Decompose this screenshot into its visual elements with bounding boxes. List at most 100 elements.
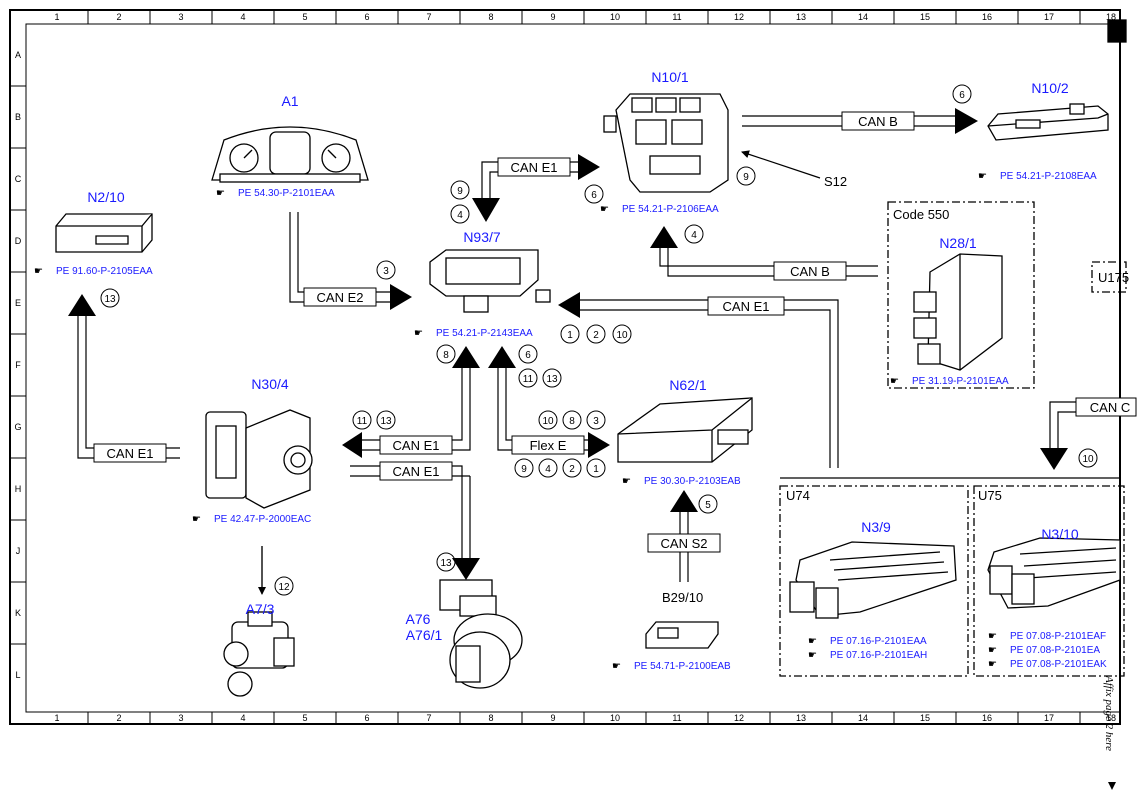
engine-ecu-icon: [789, 541, 957, 619]
seatbelt-tensioner-icon: [439, 579, 523, 689]
ref-link-a1[interactable]: ☛ PE 54.30-P-2101EAA: [216, 188, 335, 199]
bus-label: Flex E: [530, 438, 567, 453]
bus-label: CAN E1: [393, 438, 440, 453]
row-label-k: K: [15, 608, 21, 618]
bus-can-e1-mid: CAN E1: [707, 296, 785, 316]
col-label-4-bottom: 4: [240, 713, 245, 723]
ref-link-n3-10-a[interactable]: ☛PE 07.08-P-2101EAF: [988, 631, 1106, 642]
col-label-7-bottom: 7: [426, 713, 431, 723]
ref-text: PE 54.21-P-2106EAA: [622, 204, 719, 215]
hand-pointer-icon: ☛: [988, 645, 997, 656]
col-label-1-bottom: 1: [54, 713, 59, 723]
callout-number: 9: [521, 464, 527, 475]
label-s12: S12: [824, 174, 847, 189]
col-label-15-bottom: 15: [920, 713, 930, 723]
ref-text: PE 31.19-P-2101EAA: [912, 376, 1009, 387]
ref-link-n3-10-b[interactable]: ☛ PE 07.08-P-2101EA: [988, 645, 1100, 656]
bus-can-e1-n30: CAN E1: [379, 435, 453, 455]
label-n93-7: N93/7: [463, 229, 501, 245]
hand-pointer-icon: ☛: [808, 636, 817, 647]
ref-text: PE 91.60-P-2105EAA: [56, 266, 153, 277]
fuse-relay-module-icon: [603, 93, 729, 193]
s12-arrow: [741, 150, 821, 179]
col-label-16: 16: [982, 12, 992, 22]
row-label-c: C: [15, 174, 22, 184]
col-label-8: 8: [488, 12, 493, 22]
col-label-14-bottom: 14: [858, 713, 868, 723]
callout-number: 10: [616, 330, 628, 341]
bus-label: CAN E1: [511, 160, 558, 175]
col-label-14: 14: [858, 12, 868, 22]
hand-pointer-icon: ☛: [978, 171, 987, 182]
label-n3-10: N3/10: [1041, 526, 1079, 542]
side-note-text: Affix page 2 here: [1103, 675, 1115, 751]
instrument-cluster-icon: [211, 126, 369, 183]
bus-flex-e: Flex E: [511, 435, 585, 455]
ref-link-n28-1[interactable]: ☛PE 31.19-P-2101EAA: [890, 376, 1009, 387]
label-u175: U175: [1098, 270, 1129, 285]
label-a7-3: A7/3: [246, 601, 275, 617]
hand-pointer-icon: ☛: [600, 204, 609, 215]
callout-number: 6: [525, 350, 531, 361]
ref-link-n62-1[interactable]: ☛ PE 30.30-P-2103EAB: [622, 476, 741, 487]
callout-number: 4: [545, 464, 551, 475]
hydraulic-unit-icon: [223, 611, 295, 697]
sam-module-icon: [987, 103, 1109, 141]
callout-number: 6: [591, 190, 597, 201]
label-n10-1: N10/1: [651, 69, 689, 85]
col-label-2-bottom: 2: [116, 713, 121, 723]
ref-text: PE 54.30-P-2101EAA: [238, 188, 335, 199]
ref-link-n3-9-b[interactable]: ☛PE 07.16-P-2101EAH: [808, 650, 927, 661]
ref-link-n93-7[interactable]: ☛PE 54.21-P-2143EAA: [414, 328, 533, 339]
ref-text: PE 07.16-P-2101EAH: [830, 650, 927, 661]
ref-text: PE 07.08-P-2101EA: [1010, 645, 1100, 656]
callout: 11: [518, 368, 538, 388]
col-label-3-bottom: 3: [178, 713, 183, 723]
drawing-frame: 1 2 3 4 5 6 7 8 9 10 11 12 13 14 15 16 1…: [9, 9, 1121, 725]
label-b29-10: B29/10: [662, 590, 703, 605]
callout: 10: [612, 324, 632, 344]
callout-number: 1: [567, 330, 573, 341]
callout-number: 3: [383, 266, 389, 277]
col-label-11-bottom: 11: [672, 713, 681, 723]
label-n62-1: N62/1: [669, 377, 707, 393]
callout-number: 12: [278, 582, 290, 593]
hand-pointer-icon: ☛: [216, 188, 225, 199]
row-label-f: F: [15, 360, 21, 370]
esp-unit-icon: [205, 409, 313, 509]
col-label-18-bottom: 18: [1106, 713, 1116, 723]
col-label-9: 9: [550, 12, 555, 22]
label-a1: A1: [281, 93, 298, 109]
callout-number: 2: [569, 464, 575, 475]
col-label-12: 12: [734, 12, 744, 22]
ref-text: PE 07.16-P-2101EAA: [830, 636, 927, 647]
row-label-b: B: [15, 112, 21, 122]
callout-number: 5: [705, 500, 711, 511]
ref-link-b29-10[interactable]: ☛PE 54.71-P-2100EAB: [612, 661, 731, 672]
ref-link-n10-2[interactable]: ☛PE 54.21-P-2108EAA: [978, 171, 1097, 182]
callout-number: 10: [1082, 454, 1094, 465]
row-label-h: H: [15, 484, 22, 494]
callout: 5: [698, 494, 718, 514]
bus-can-c: CAN C: [1075, 397, 1137, 417]
row-label-l: L: [15, 670, 20, 680]
bus-label: CAN E1: [107, 446, 154, 461]
callout-number: 10: [542, 416, 554, 427]
label-u74: U74: [786, 488, 810, 503]
ref-link-n30-4[interactable]: ☛PE 42.47-P-2000EAC: [192, 514, 311, 525]
ref-link-n10-1[interactable]: ☛ PE 54.21-P-2106EAA: [600, 204, 719, 215]
col-label-17: 17: [1044, 12, 1054, 22]
hand-pointer-icon: ☛: [622, 476, 631, 487]
label-u75: U75: [978, 488, 1002, 503]
callout-number: 11: [357, 416, 368, 427]
bus-can-e2: CAN E2: [303, 287, 377, 307]
callout: 4: [684, 224, 704, 244]
row-label-j: J: [16, 546, 21, 556]
ref-link-n3-10-c[interactable]: ☛PE 07.08-P-2101EAK: [988, 659, 1107, 670]
col-label-10: 10: [610, 12, 620, 22]
bus-can-s2: CAN S2: [647, 533, 721, 553]
ref-text: PE 30.30-P-2103EAB: [644, 476, 741, 487]
ref-link-n2-10[interactable]: ☛PE 91.60-P-2105EAA: [34, 266, 153, 277]
callout: 13: [100, 288, 120, 308]
ref-link-n3-9-a[interactable]: ☛ PE 07.16-P-2101EAA: [808, 636, 927, 647]
